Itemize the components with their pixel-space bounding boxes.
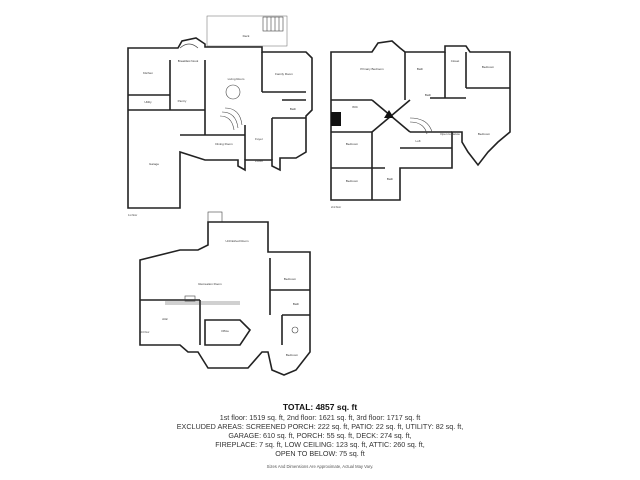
room-label: Deck bbox=[243, 34, 250, 38]
room-label: Recreation Room bbox=[198, 282, 222, 286]
room-label: Porch bbox=[255, 159, 263, 163]
room-label: Bath bbox=[417, 67, 424, 71]
room-label: Bath bbox=[425, 93, 432, 97]
shaft-block bbox=[331, 112, 341, 126]
excluded-areas-line: EXCLUDED AREAS: SCREENED PORCH: 222 sq. … bbox=[176, 422, 464, 431]
second-floor-plan: Primary Bedroom Bath Closet WIC Bedroom … bbox=[330, 40, 511, 209]
room-label: Bath bbox=[290, 107, 297, 111]
second-floor-exterior-wall bbox=[330, 40, 511, 201]
disclaimer: Sizes And Dimensions Are Approximate, Ac… bbox=[266, 464, 374, 469]
floor-label: 2nd floor bbox=[331, 205, 341, 209]
room-label: Unfinished Room bbox=[225, 239, 249, 243]
second-floor-stairs bbox=[409, 117, 433, 133]
room-label: Primary Bedroom bbox=[360, 67, 384, 71]
room-label: Living Room bbox=[228, 77, 245, 81]
room-label: Loft bbox=[415, 139, 420, 143]
third-floor-plan: Unfinished Room Recreation Room Bedroom … bbox=[139, 211, 311, 376]
room-label: Bedroom bbox=[346, 142, 359, 146]
first-floor-stairs bbox=[224, 107, 243, 126]
excluded-areas-line: GARAGE: 610 sq. ft, PORCH: 55 sq. ft, DE… bbox=[228, 431, 412, 440]
room-label: Foyer bbox=[255, 137, 263, 141]
room-label: Utility bbox=[144, 100, 152, 104]
room-label: Family Room bbox=[275, 72, 293, 76]
excluded-areas-line: FIREPLACE: 7 sq. ft, LOW CEILING: 123 sq… bbox=[215, 440, 425, 449]
first-floor-exterior-wall bbox=[127, 37, 313, 209]
total-area: TOTAL: 4857 sq. ft bbox=[282, 402, 358, 412]
room-label: Breakfast Nook bbox=[178, 59, 199, 63]
floor-label: 3rd floor bbox=[140, 330, 150, 334]
room-label: Office bbox=[221, 329, 229, 333]
room-label: WIC bbox=[352, 105, 359, 109]
room-label: Bath bbox=[387, 177, 394, 181]
deck-stairs bbox=[262, 16, 284, 32]
deck-outline bbox=[206, 15, 288, 47]
room-label: Pantry bbox=[178, 99, 187, 103]
room-label: Closet bbox=[451, 59, 460, 63]
room-label: Bedroom bbox=[346, 179, 359, 183]
room-label: Open to Below bbox=[440, 132, 461, 136]
room-label: Bedroom bbox=[478, 132, 491, 136]
room-label: Bedroom bbox=[286, 353, 299, 357]
first-floor-plan: Deck Breakfast Nook Kitchen Utility Pant… bbox=[127, 15, 313, 217]
chimney-block bbox=[384, 110, 394, 118]
room-label: Bedroom bbox=[482, 65, 495, 69]
floor-label: 1st floor bbox=[128, 213, 137, 217]
room-label: Bedroom bbox=[284, 277, 297, 281]
floor-plans: Deck Breakfast Nook Kitchen Utility Pant… bbox=[127, 15, 511, 376]
room-label: Attic bbox=[162, 317, 168, 321]
excluded-areas-line: OPEN TO BELOW: 75 sq. ft bbox=[275, 449, 365, 458]
room-label: Kitchen bbox=[143, 71, 153, 75]
room-label: Garage bbox=[149, 162, 159, 166]
attic-hatch bbox=[207, 211, 223, 223]
room-label: Dining Room bbox=[215, 142, 233, 146]
room-label: Bath bbox=[293, 302, 300, 306]
third-floor-exterior-wall bbox=[139, 221, 311, 376]
floor-areas-line: 1st floor: 1519 sq. ft, 2nd floor: 1621 … bbox=[219, 413, 421, 422]
